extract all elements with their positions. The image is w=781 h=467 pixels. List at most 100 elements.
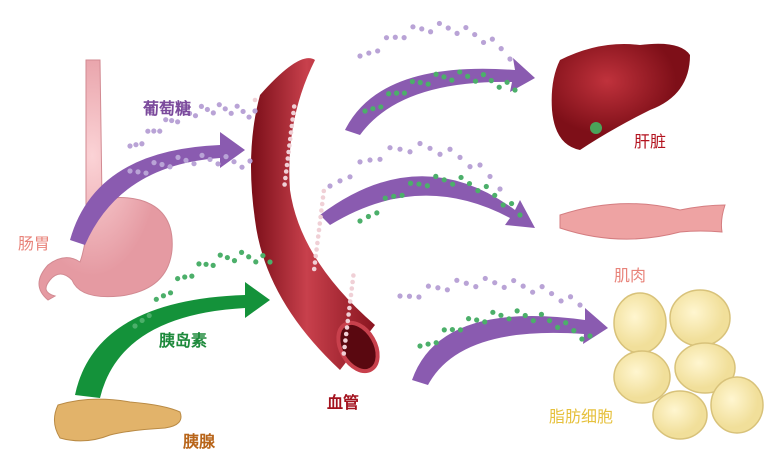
insulin-molecule [433, 71, 439, 77]
glucose-molecule [437, 151, 443, 157]
liver-illustration [551, 43, 690, 150]
insulin-molecule [449, 326, 455, 333]
blood-glucose-molecule [350, 279, 355, 285]
glucose-molecule [199, 152, 205, 158]
insulin-molecule [514, 308, 520, 314]
insulin-molecule [260, 252, 266, 259]
glucose-molecule [175, 119, 181, 125]
glucose-molecule [435, 285, 441, 291]
blood-glucose-molecule [313, 253, 319, 259]
muscle-illustration [559, 203, 726, 240]
insulin-molecule [407, 180, 414, 186]
label-blood-vessel: 血管 [327, 393, 360, 412]
blood-glucose-molecule [283, 169, 289, 174]
glucose-molecule [239, 164, 245, 170]
glucose-molecule [410, 24, 416, 30]
glucose-molecule [151, 128, 157, 134]
blood-glucose-molecule [311, 266, 317, 272]
insulin-molecule [563, 320, 569, 326]
insulin-molecule [253, 259, 259, 265]
glucose-molecule [357, 53, 363, 59]
insulin-molecule [490, 309, 496, 315]
glucose-molecule [163, 117, 169, 123]
glucose-molecule [417, 140, 423, 147]
blood-glucose-molecule [288, 130, 294, 135]
blood-glucose-molecule [347, 299, 353, 304]
insulin-molecule [508, 200, 515, 207]
glucose-molecule [539, 284, 545, 290]
blood-glucose-molecule [312, 260, 318, 265]
insulin-molecule [378, 104, 384, 110]
insulin-molecule [210, 262, 216, 268]
glucose-molecule [215, 161, 221, 167]
glucose-molecule [419, 26, 425, 32]
blood-glucose-molecule [285, 156, 291, 161]
glucose-molecule [445, 25, 451, 31]
gallbladder [590, 122, 602, 134]
insulin-molecule [449, 77, 455, 83]
blood-glucose-molecule [345, 318, 351, 324]
glucose-molecule [427, 29, 434, 35]
glucose-molecule [159, 161, 165, 168]
glucose-molecule [436, 20, 443, 27]
insulin-molecule [196, 261, 202, 267]
insulin-molecule [457, 327, 464, 333]
label-insulin: 胰岛素 [159, 331, 208, 350]
insulin-molecule [425, 81, 431, 87]
insulin-molecule [522, 312, 528, 319]
glucose-molecule [367, 157, 373, 163]
glucose-molecule [252, 108, 258, 114]
glucose-molecule [397, 293, 403, 299]
glucose-molecule [482, 275, 488, 282]
glucose-molecule [169, 117, 175, 124]
label-fat-cells: 脂肪细胞 [549, 407, 614, 426]
glucose-molecule [487, 173, 493, 180]
insulin-molecule [370, 106, 376, 112]
blood-glucose-molecule [348, 292, 354, 298]
insulin-molecule [224, 254, 230, 261]
glucose-molecule [377, 156, 383, 162]
glucose-molecule [139, 141, 145, 147]
insulin-molecule [579, 336, 585, 342]
blood-glucose-molecule [284, 162, 290, 168]
insulin-molecule [416, 181, 422, 187]
blood-glucose-molecule [349, 286, 355, 291]
insulin-molecule [357, 218, 363, 224]
glucose-molecule [454, 277, 460, 283]
insulin-molecule [587, 333, 593, 339]
insulin-molecule [153, 296, 159, 302]
insulin-molecule [465, 316, 472, 322]
glucose-molecule [392, 34, 398, 40]
insulin-molecule [386, 91, 392, 97]
glucose-molecule [366, 50, 372, 56]
insulin-molecule [399, 192, 405, 198]
glucose-molecule [186, 110, 193, 116]
glucose-molecule [406, 293, 413, 299]
insulin-molecule [500, 202, 506, 208]
blood-glucose-molecule [346, 312, 351, 317]
blood-glucose-molecule [321, 188, 327, 194]
insulin-molecule [450, 181, 456, 187]
glucose-molecule [480, 39, 487, 46]
blood-glucose-molecule [319, 201, 325, 207]
glucose-molecule [457, 154, 463, 160]
insulin-molecule [466, 180, 473, 187]
insulin-molecule [146, 312, 152, 319]
insulin-molecule [546, 318, 553, 324]
glucose-molecule [501, 284, 507, 290]
insulin-molecule [203, 261, 209, 267]
blood-glucose-molecule [286, 149, 291, 155]
glucose-molecule [198, 103, 205, 110]
glucose-molecule [407, 149, 413, 155]
blood-glucose-molecule [344, 325, 350, 330]
glucose-molecule [444, 287, 450, 293]
glucose-molecule [222, 106, 228, 112]
blood-glucose-molecule [320, 195, 326, 200]
fat-cells-illustration [613, 289, 764, 440]
glucose-molecule [567, 294, 574, 300]
blood-glucose-molecule [314, 247, 319, 252]
insulin-molecule [374, 210, 380, 216]
glucose-molecule [489, 36, 495, 42]
